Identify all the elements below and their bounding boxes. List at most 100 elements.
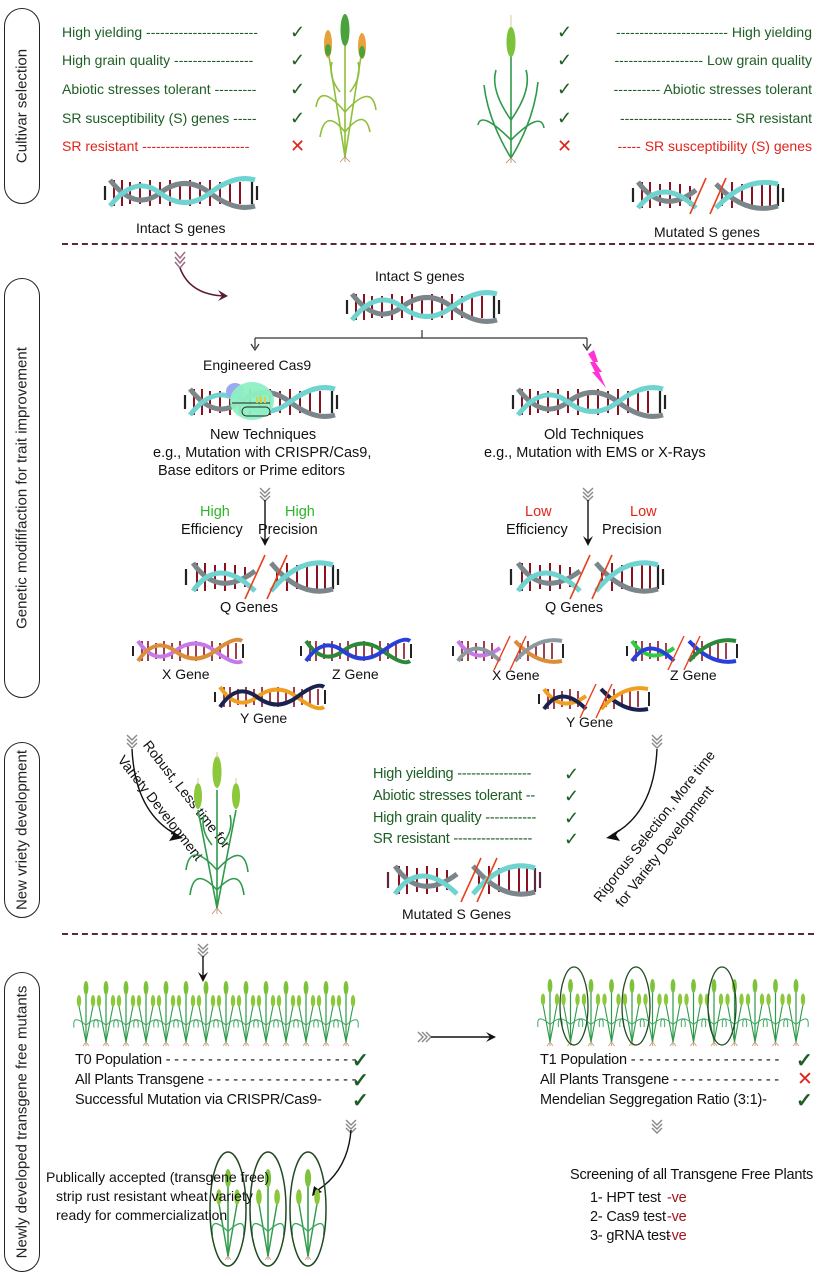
dna-y-gene-icon	[214, 683, 326, 711]
dna-y-gene-cut-icon	[538, 683, 650, 719]
wheat-field-t1	[537, 966, 809, 1047]
wheat-field-t0	[73, 981, 359, 1047]
dna-z-gene-cut-icon	[626, 635, 738, 671]
dna-intact-icon	[345, 290, 501, 324]
test-name: 3- gRNA test	[590, 1228, 670, 1244]
section-label-genetic-modification: Genetic modififaction for trait improvem…	[4, 278, 40, 698]
section-divider	[62, 243, 814, 245]
precision-label: Precision	[602, 522, 662, 538]
check-icon: ✓	[290, 22, 306, 42]
trait-item: ---------- Abiotic stresses tolerant	[613, 81, 812, 97]
selection-ellipse	[249, 1151, 287, 1267]
trait-item: SR resistant -----------------	[373, 831, 533, 847]
trait-item: ------------------- Low grain quality	[614, 52, 812, 68]
dna-x-gene-cut-icon	[452, 635, 564, 671]
precision-level: Low	[630, 504, 657, 520]
trait-item: ------------------------ High yielding	[616, 24, 812, 40]
q-genes-label: Q Genes	[545, 600, 604, 616]
dna-label: Intact S genes	[136, 220, 226, 236]
technique-title: Old Techniques	[544, 427, 644, 443]
check-icon: ✓	[796, 1050, 813, 1072]
lightning-icon	[588, 350, 606, 388]
check-icon: ✓	[557, 22, 573, 42]
check-icon: ✓	[352, 1070, 369, 1092]
check-icon: ✓	[564, 786, 580, 806]
branch-connector	[250, 330, 592, 352]
screening-title: Screening of all Transgene Free Plants	[570, 1167, 814, 1183]
trait-item: Abiotic stresses tolerant ---------	[62, 81, 257, 97]
technique-title: New Techniques	[210, 427, 317, 443]
down-arrow-icon	[259, 487, 271, 546]
gene-label: X Gene	[162, 666, 210, 682]
test-name: 1- HPT test	[590, 1190, 661, 1206]
trait-item: High grain quality -----------	[373, 810, 537, 826]
selection-ellipse	[559, 966, 589, 1046]
check-icon: ✓	[352, 1050, 369, 1072]
technique-desc: e.g., Mutation with EMS or X-Rays	[484, 445, 706, 461]
checklist-item: All Plants Transgene - - - - - - - - - -…	[75, 1072, 357, 1088]
check-icon: ✓	[557, 79, 573, 99]
section-label-new-variety: New vriety development	[4, 742, 40, 918]
curved-arrow-icon	[606, 734, 663, 841]
trait-item: High yielding ------------------------	[62, 24, 258, 40]
check-icon: ✓	[564, 764, 580, 784]
efficiency-label: Efficiency	[506, 522, 568, 538]
trait-item: High grain quality -----------------	[62, 52, 254, 68]
dna-mutated-icon	[386, 857, 542, 903]
down-arrow-icon	[197, 943, 209, 982]
selection-ellipse	[621, 966, 651, 1046]
q-genes-label: Q Genes	[220, 600, 279, 616]
technique-desc: e.g., Mutation with CRISPR/Cas9,	[153, 445, 372, 461]
wheat-plant-icon	[477, 15, 545, 164]
efficiency-level: Low	[525, 504, 552, 520]
dna-mutated-icon	[631, 177, 785, 215]
trait-item: ------------------------ SR resistant	[619, 110, 812, 126]
dna-cut-icon	[509, 554, 665, 600]
curved-arrow-icon	[126, 734, 183, 841]
trait-item: Abiotic stresses tolerant --	[373, 788, 536, 804]
test-result: -ve	[667, 1209, 687, 1225]
trait-item: SR susceptibility (S) genes -----	[62, 110, 257, 126]
down-arrow-icon	[582, 487, 594, 546]
checklist-item: All Plants Transgene - - - - - - - - - -…	[540, 1072, 779, 1088]
check-icon: ✓	[796, 1090, 813, 1112]
technique-desc: Base editors or Prime editors	[158, 463, 345, 479]
selection-ellipse	[289, 1151, 327, 1267]
selection-ellipse	[209, 1151, 247, 1267]
cross-icon: ✕	[557, 136, 573, 156]
dna-x-gene-icon	[132, 637, 244, 665]
dna-cas9-icon	[183, 382, 339, 420]
dna-intact-icon	[511, 385, 667, 419]
check-icon: ✓	[352, 1090, 369, 1112]
trait-item: High yielding ----------------	[373, 766, 532, 782]
dna-intact-icon	[103, 176, 259, 210]
check-icon: ✓	[564, 829, 580, 849]
precision-level: High	[285, 504, 315, 520]
cross-icon: ✕	[797, 1069, 813, 1090]
test-result: -ve	[667, 1228, 687, 1244]
efficiency-label: Efficiency	[181, 522, 243, 538]
gene-label: Z Gene	[332, 666, 379, 682]
check-icon: ✓	[557, 108, 573, 128]
check-icon: ✓	[557, 50, 573, 70]
check-icon: ✓	[290, 79, 306, 99]
checklist-item: T0 Population - - - - - - - - - - - - - …	[75, 1052, 357, 1068]
precision-label: Precision	[258, 522, 318, 538]
gene-label: X Gene	[492, 667, 540, 683]
curved-arrow-icon	[651, 1119, 663, 1134]
efficiency-level: High	[200, 504, 230, 520]
gene-label: Y Gene	[566, 714, 614, 730]
check-icon: ✓	[290, 50, 306, 70]
gene-label: Z Gene	[670, 667, 717, 683]
checklist-item: Successful Mutation via CRISPR/Cas9-	[75, 1092, 322, 1108]
test-result: -ve	[667, 1190, 687, 1206]
trait-item: SR resistant -----------------------	[62, 138, 250, 154]
dna-label: Intact S genes	[375, 268, 465, 284]
section-label-cultivar-selection: Cultivar selection	[4, 8, 40, 204]
final-caption: Publically accepted (transgene free) str…	[46, 1169, 270, 1223]
tool-label: Engineered Cas9	[203, 357, 312, 373]
gene-label: Y Gene	[240, 710, 288, 726]
dna-cut-icon	[184, 554, 340, 600]
wheat-plant-icon	[185, 752, 249, 915]
checklist-item: T1 Population - - - - - - - - - - - - - …	[540, 1052, 780, 1068]
